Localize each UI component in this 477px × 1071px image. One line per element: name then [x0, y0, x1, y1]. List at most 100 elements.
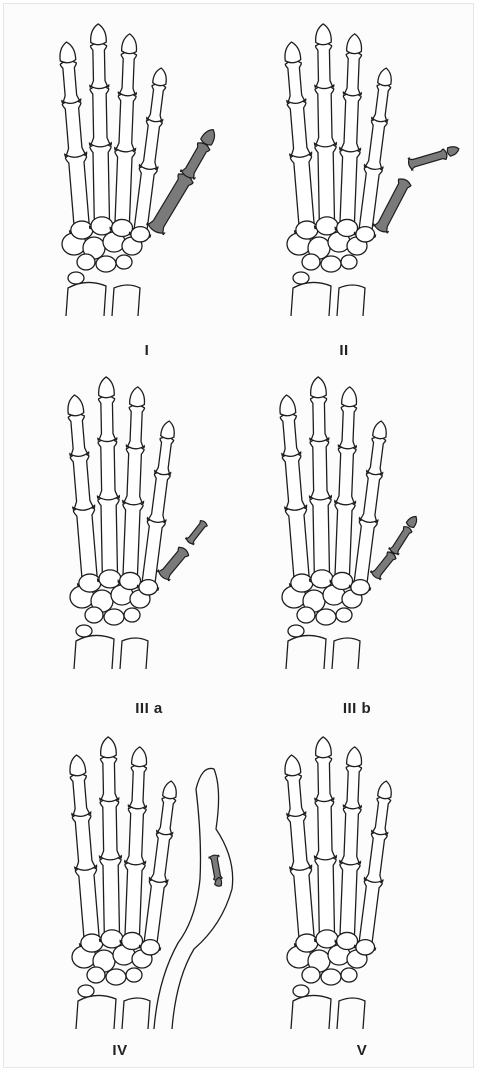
finger-4-proximal-phalanx [359, 471, 384, 524]
thumb-phalanx [185, 519, 209, 546]
carpal-bone-5 [302, 967, 320, 983]
finger-4-distal-phalanx [377, 67, 392, 86]
label-type-IIIa: III a [109, 700, 189, 717]
finger-1-distal-phalanx [69, 754, 86, 776]
finger-2-middle-phalanx [89, 43, 109, 89]
finger-4-middle-phalanx [156, 796, 177, 836]
finger-2-proximal-phalanx [96, 438, 119, 500]
finger-1-carpal-joint [291, 574, 313, 592]
finger-4-distal-phalanx [377, 780, 392, 799]
finger-1-proximal-phalanx [68, 452, 94, 511]
thumb-metacarpal-short [157, 545, 191, 582]
hand-skeleton-I [24, 16, 244, 356]
finger-3-middle-phalanx [343, 51, 363, 96]
carpal-bone-8 [288, 625, 304, 637]
carpal-bone-6 [96, 256, 116, 272]
thumb-distal-phalanx [406, 514, 420, 529]
hand-skeleton-II [249, 16, 469, 356]
carpal-bone-7 [116, 255, 132, 269]
panel-type-II [249, 16, 469, 356]
finger-4-distal-phalanx [372, 420, 387, 439]
label-type-I: I [107, 342, 187, 359]
finger-3-distal-phalanx [342, 387, 358, 407]
finger-4-proximal-phalanx [364, 831, 389, 884]
finger-1-distal-phalanx [279, 394, 296, 416]
radius [74, 635, 114, 669]
ulna [337, 998, 365, 1029]
radius [291, 995, 331, 1029]
finger-4-proximal-phalanx [149, 831, 174, 884]
finger-2-carpal-joint [311, 570, 333, 588]
thumb-metacarpal-remnant [373, 176, 414, 234]
panel-type-V [249, 729, 469, 1069]
finger-1-distal-phalanx [284, 754, 301, 776]
carpal-bone-6 [321, 969, 341, 985]
finger-3-distal-phalanx [347, 34, 363, 54]
carpal-bone-8 [76, 625, 92, 637]
carpal-bone-5 [302, 254, 320, 270]
carpal-bone-8 [293, 272, 309, 284]
finger-2-middle-phalanx [97, 396, 117, 442]
finger-2-distal-phalanx [100, 737, 116, 758]
finger-2-proximal-phalanx [98, 798, 121, 860]
finger-2-carpal-joint [316, 217, 338, 235]
carpal-bone-8 [78, 985, 94, 997]
finger-1-proximal-phalanx [280, 452, 306, 511]
finger-3-proximal-phalanx [115, 92, 138, 152]
carpal-bone-5 [87, 967, 105, 983]
finger-4-middle-phalanx [154, 436, 175, 476]
carpal-bone-7 [336, 608, 352, 622]
finger-3-middle-phalanx [128, 764, 148, 809]
finger-2-carpal-joint [101, 930, 123, 948]
finger-1-carpal-joint [71, 221, 93, 239]
label-type-IIIb: III b [317, 700, 397, 717]
finger-1-carpal-joint [296, 934, 318, 952]
finger-3-distal-phalanx [122, 34, 138, 54]
finger-4-proximal-phalanx [139, 118, 164, 171]
radius [76, 995, 116, 1029]
carpal-bone-5 [85, 607, 103, 623]
thumb-metacarpal-hypoplastic [370, 550, 398, 581]
finger-4-carpal-joint [139, 580, 158, 595]
ulna [332, 638, 360, 669]
finger-4-distal-phalanx [160, 420, 175, 439]
radius [66, 282, 106, 316]
carpal-bone-5 [77, 254, 95, 270]
carpal-bone-6 [316, 609, 336, 625]
carpal-bone-7 [124, 608, 140, 622]
finger-2-distal-phalanx [90, 24, 106, 45]
carpal-bone-6 [106, 969, 126, 985]
carpal-bone-7 [341, 255, 357, 269]
finger-2-proximal-phalanx [313, 798, 336, 860]
finger-3-middle-phalanx [126, 404, 146, 449]
finger-1-proximal-phalanx [285, 812, 311, 871]
finger-3-distal-phalanx [347, 747, 363, 767]
floating-thumb-distal [446, 145, 460, 157]
finger-1-middle-phalanx [279, 413, 301, 457]
finger-2-proximal-phalanx [313, 85, 336, 147]
floating-thumb-proximal [407, 148, 448, 171]
finger-2-middle-phalanx [314, 43, 334, 89]
finger-3-middle-phalanx [338, 404, 358, 449]
finger-4-carpal-joint [131, 227, 150, 242]
ulna [112, 285, 140, 316]
finger-2-distal-phalanx [315, 24, 331, 45]
finger-4-middle-phalanx [371, 796, 392, 836]
finger-4-distal-phalanx [152, 67, 167, 86]
finger-2-proximal-phalanx [88, 85, 111, 147]
carpal-bone-5 [297, 607, 315, 623]
finger-4-proximal-phalanx [147, 471, 172, 524]
hand-skeleton-V [249, 729, 469, 1069]
finger-4-carpal-joint [356, 940, 375, 955]
finger-1-middle-phalanx [59, 60, 81, 104]
finger-4-carpal-joint [141, 940, 160, 955]
panel-type-IV [34, 729, 254, 1069]
finger-1-middle-phalanx [284, 773, 306, 817]
finger-2-distal-phalanx [310, 377, 326, 398]
finger-3-proximal-phalanx [335, 445, 358, 505]
finger-2-carpal-joint [91, 217, 113, 235]
finger-4-middle-phalanx [371, 83, 392, 123]
finger-1-distal-phalanx [284, 41, 301, 63]
hand-skeleton-IIIb [244, 369, 464, 709]
finger-2-middle-phalanx [99, 756, 119, 802]
